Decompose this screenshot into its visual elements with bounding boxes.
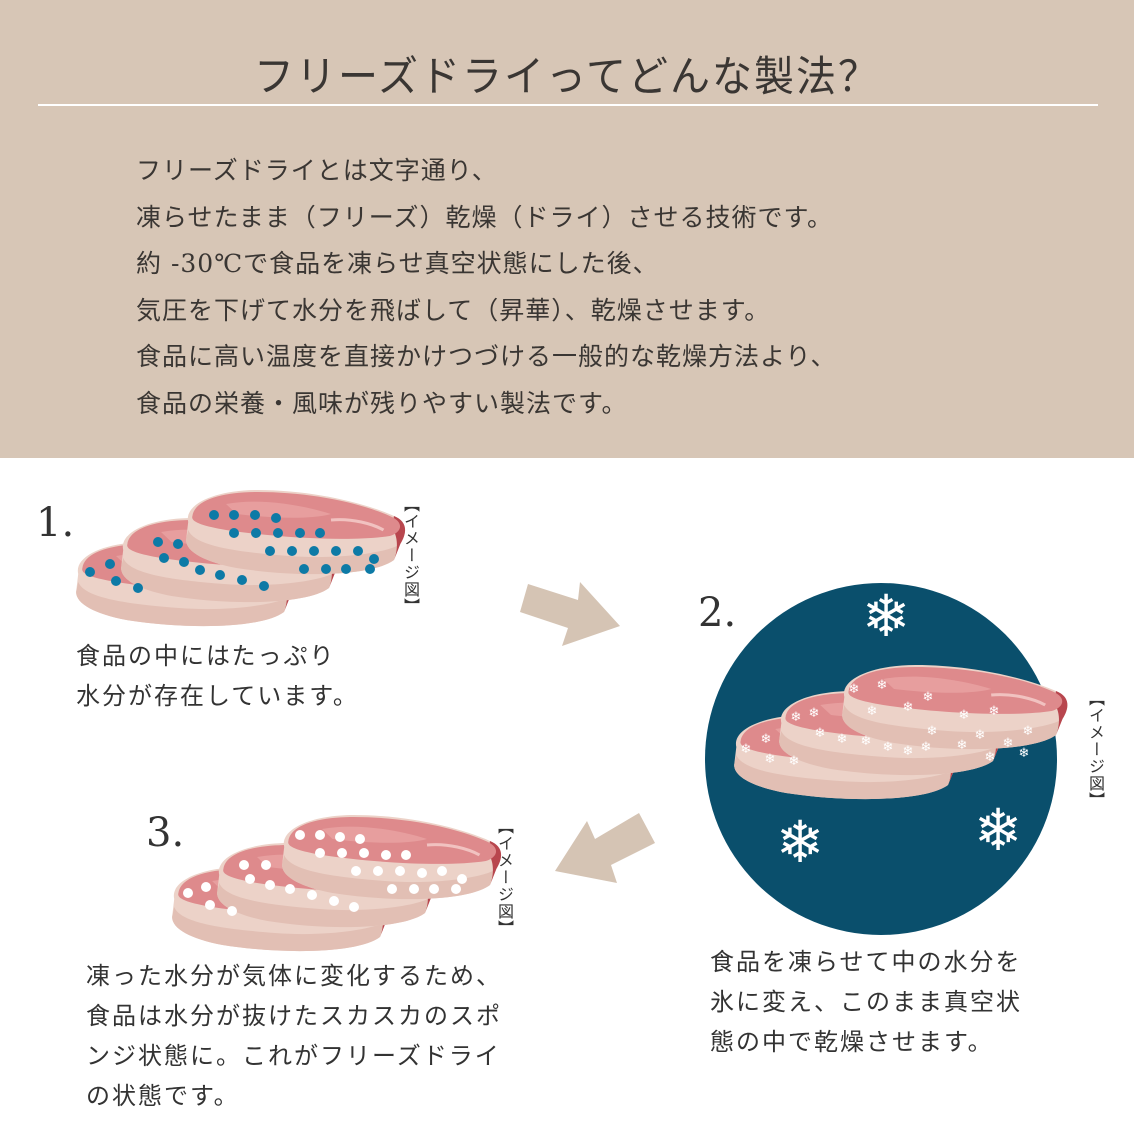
caption-line: 氷に変え、このまま真空状 bbox=[710, 988, 1022, 1016]
arrow-left-icon bbox=[555, 813, 655, 883]
svg-text:❄: ❄ bbox=[1023, 724, 1034, 739]
step-1-image-label: 【イメージ図】 bbox=[401, 496, 420, 615]
svg-text:❄: ❄ bbox=[883, 740, 894, 755]
svg-text:❄: ❄ bbox=[927, 724, 938, 739]
svg-text:❄: ❄ bbox=[862, 582, 911, 650]
svg-text:❄: ❄ bbox=[921, 740, 932, 755]
step-2-image-label: 【イメージ図】 bbox=[1086, 690, 1105, 809]
arrow-right-icon bbox=[520, 582, 620, 646]
svg-text:❄: ❄ bbox=[789, 754, 800, 769]
svg-text:❄: ❄ bbox=[765, 752, 776, 767]
svg-text:❄: ❄ bbox=[989, 704, 1000, 719]
caption-line: 食品は水分が抜けたスカスカのスポ bbox=[86, 1002, 502, 1030]
intro-line: 食品に高い温度を直接かけつづける一般的な乾燥方法より、 bbox=[136, 342, 837, 371]
svg-text:❄: ❄ bbox=[985, 750, 996, 765]
caption-line: の状態です。 bbox=[86, 1082, 240, 1110]
svg-text:❄: ❄ bbox=[741, 742, 752, 757]
svg-text:❄: ❄ bbox=[815, 726, 826, 741]
step-3-number: 3. bbox=[146, 810, 185, 856]
step-3-caption: 凍った水分が気体に変化するため、 食品は水分が抜けたスカスカのスポ ンジ状態に。… bbox=[86, 956, 502, 1116]
svg-text:❄: ❄ bbox=[957, 738, 968, 753]
svg-text:❄: ❄ bbox=[877, 678, 888, 693]
caption-line: 凍った水分が気体に変化するため、 bbox=[86, 962, 502, 990]
intro-text: フリーズドライとは文字通り、 凍らせたまま（フリーズ）乾燥（ドライ）させる技術で… bbox=[136, 148, 837, 427]
snowflake-icon: ❄ bbox=[862, 582, 911, 650]
svg-text:❄: ❄ bbox=[959, 708, 970, 723]
snowflake-icon: ❄ bbox=[776, 808, 825, 876]
intro-line: フリーズドライとは文字通り、 bbox=[136, 156, 498, 185]
svg-text:❄: ❄ bbox=[776, 808, 825, 876]
step-3-meat-illustration bbox=[170, 813, 503, 953]
svg-text:❄: ❄ bbox=[903, 700, 914, 715]
svg-text:❄: ❄ bbox=[861, 734, 872, 749]
intro-line: 約 -30℃で食品を凍らせ真空状態にした後、 bbox=[136, 249, 659, 278]
svg-text:❄: ❄ bbox=[1003, 736, 1014, 751]
svg-text:❄: ❄ bbox=[975, 728, 986, 743]
intro-line: 凍らせたまま（フリーズ）乾燥（ドライ）させる技術です。 bbox=[136, 202, 834, 232]
title-divider bbox=[38, 104, 1098, 106]
svg-text:❄: ❄ bbox=[761, 732, 772, 747]
step-2-caption: 食品を凍らせて中の水分を 氷に変え、このまま真空状 態の中で乾燥させます。 bbox=[710, 942, 1022, 1062]
header-panel: フリーズドライってどんな製法？ フリーズドライとは文字通り、 凍らせたまま（フリ… bbox=[0, 0, 1134, 458]
step-1-number: 1. bbox=[36, 500, 75, 546]
svg-text:❄: ❄ bbox=[1019, 746, 1030, 761]
snowflake-icon: ❄ bbox=[974, 796, 1023, 864]
caption-line: 水分が存在しています。 bbox=[76, 682, 359, 710]
svg-text:❄: ❄ bbox=[849, 682, 860, 697]
svg-text:❄: ❄ bbox=[974, 796, 1023, 864]
caption-line: 食品の中にはたっぷり bbox=[76, 642, 336, 670]
caption-line: ンジ状態に。これがフリーズドライ bbox=[86, 1042, 501, 1070]
svg-text:❄: ❄ bbox=[923, 690, 934, 705]
svg-text:❄: ❄ bbox=[867, 704, 878, 719]
caption-line: 食品を凍らせて中の水分を bbox=[710, 948, 1022, 976]
step-1-caption: 食品の中にはたっぷり 水分が存在しています。 bbox=[76, 636, 359, 716]
step-2-number: 2. bbox=[698, 590, 737, 636]
step-1-meat-illustration bbox=[74, 488, 407, 628]
svg-text:❄: ❄ bbox=[903, 744, 914, 759]
page-title: フリーズドライってどんな製法？ bbox=[254, 53, 880, 102]
svg-text:❄: ❄ bbox=[837, 732, 848, 747]
step-3-image-label: 【イメージ図】 bbox=[495, 818, 514, 937]
step-2-meat-illustration: ❄❄❄❄ ❄❄❄❄ ❄❄❄❄ ❄❄❄ ❄❄❄❄ ❄❄❄❄ ❄❄❄ bbox=[732, 663, 1070, 801]
svg-text:❄: ❄ bbox=[791, 710, 802, 725]
caption-line: 態の中で乾燥させます。 bbox=[710, 1028, 994, 1056]
intro-line: 気圧を下げて水分を飛ばして（昇華）、乾燥させます。 bbox=[136, 295, 771, 325]
svg-text:❄: ❄ bbox=[809, 706, 820, 721]
intro-line: 食品の栄養・風味が残りやすい製法です。 bbox=[136, 388, 628, 418]
